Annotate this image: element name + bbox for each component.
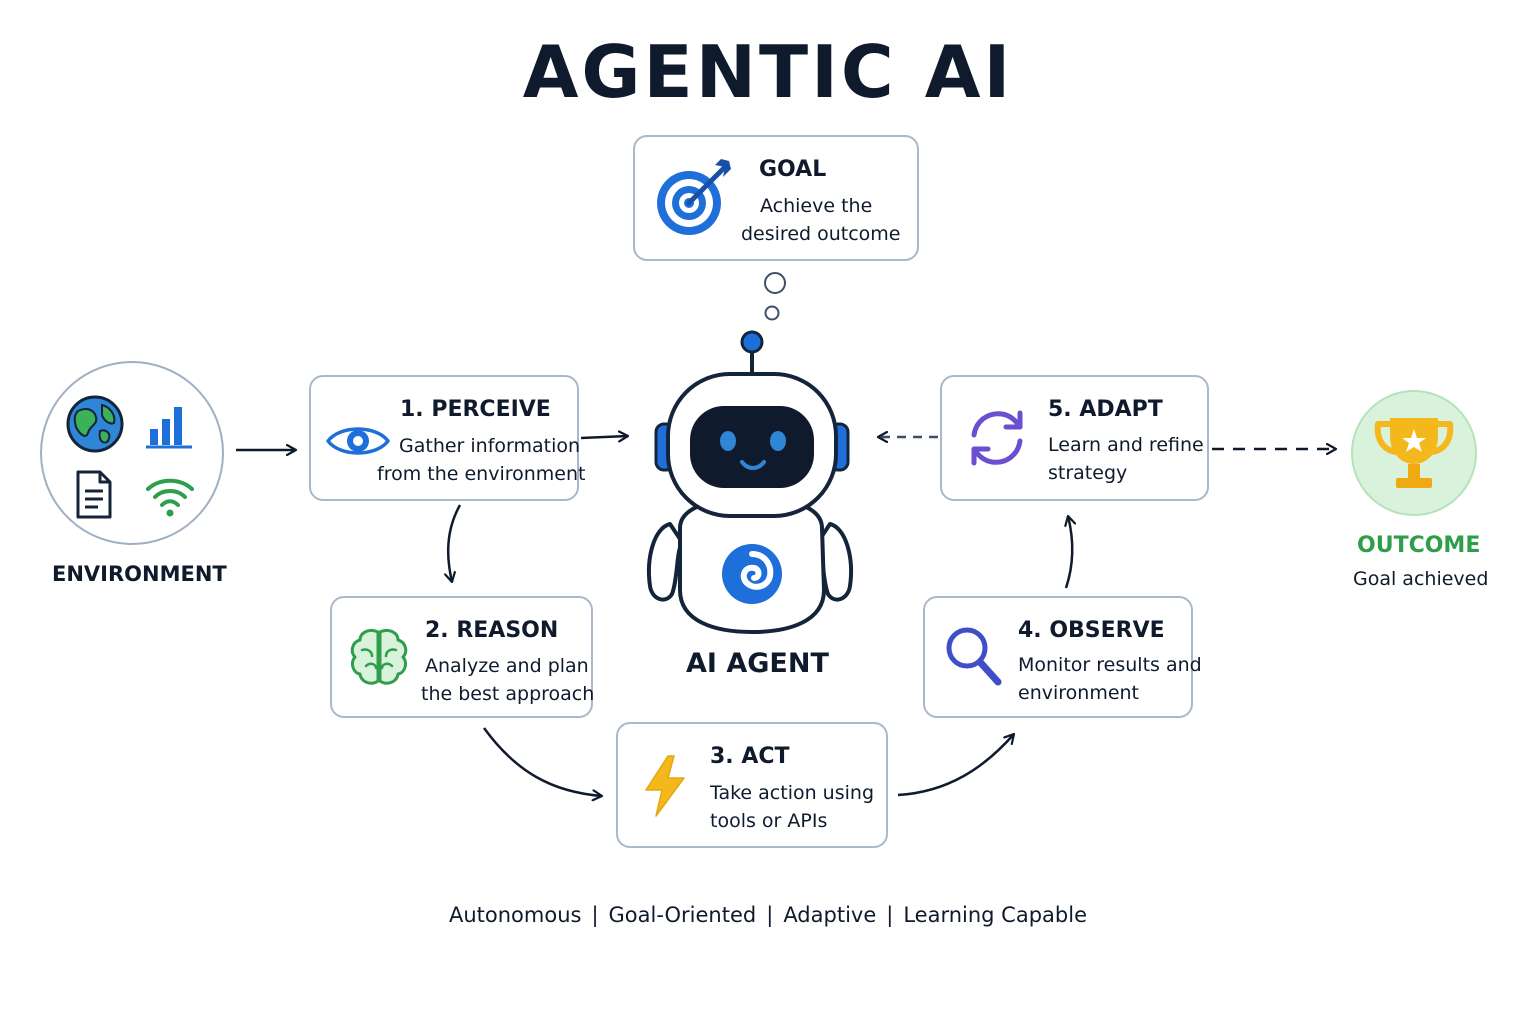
- goal-title: GOAL: [759, 157, 827, 182]
- environment-label: ENVIRONMENT: [52, 562, 227, 586]
- reason-desc-line2: the best approach: [421, 683, 595, 705]
- step-card-observe: 4. OBSERVE Monitor results and environme…: [923, 596, 1202, 718]
- page-title: AGENTIC AI: [522, 30, 1014, 114]
- goal-desc-line2: desired outcome: [741, 223, 901, 245]
- step-card-act: 3. ACT Take action using tools or APIs: [616, 722, 888, 848]
- act-title: 3. ACT: [710, 744, 790, 769]
- outcome-subtitle: Goal achieved: [1353, 568, 1489, 590]
- tagline-separator: |: [766, 903, 774, 927]
- reason-desc-line1: Analyze and plan: [425, 655, 589, 677]
- trophy-icon: [1374, 418, 1454, 488]
- arrow-perceive-to-reason: [448, 504, 462, 582]
- act-desc-line1: Take action using: [710, 782, 875, 804]
- adapt-title: 5. ADAPT: [1048, 397, 1163, 422]
- refresh-icon: [971, 410, 1023, 466]
- observe-desc-line1: Monitor results and: [1018, 654, 1202, 676]
- observe-desc-line2: environment: [1018, 682, 1140, 704]
- step-card-perceive: 1. PERCEIVE Gather information from the …: [309, 375, 585, 501]
- act-desc-line2: tools or APIs: [710, 810, 828, 832]
- perceive-desc-line2: from the environment: [377, 463, 586, 485]
- adapt-desc-line2: strategy: [1048, 462, 1128, 484]
- thought-bubble-large: [764, 272, 786, 294]
- observe-title: 4. OBSERVE: [1018, 618, 1165, 643]
- outcome-title: OUTCOME: [1357, 533, 1481, 558]
- tagline-item: Learning Capable: [903, 903, 1088, 927]
- wifi-icon: [146, 478, 194, 517]
- tagline-item: Autonomous: [448, 903, 582, 927]
- arrow-act-to-observe: [897, 734, 1014, 797]
- document-icon: [76, 470, 112, 519]
- goal-desc-line1: Achieve the: [760, 195, 873, 217]
- adapt-desc-line1: Learn and refine: [1048, 434, 1204, 456]
- goal-card: GOAL Achieve the desired outcome: [633, 135, 919, 261]
- tagline: Autonomous | Goal-Oriented | Adaptive | Learni…: [0, 903, 1536, 927]
- reason-title: 2. REASON: [425, 618, 559, 643]
- perceive-desc-line1: Gather information: [399, 435, 581, 457]
- tagline-item: Adaptive: [783, 903, 877, 927]
- perceive-title: 1. PERCEIVE: [400, 397, 551, 422]
- brain-icon: [350, 628, 408, 685]
- arrow-reason-to-act: [482, 727, 602, 796]
- arrow-observe-to-adapt: [1066, 516, 1072, 589]
- thought-bubble-small: [764, 305, 780, 321]
- globe-icon: [66, 395, 124, 453]
- step-card-adapt: 5. ADAPT Learn and refine strategy: [940, 375, 1209, 501]
- bar-chart-icon: [146, 407, 192, 449]
- target-icon: [657, 159, 731, 235]
- step-card-reason: 2. REASON Analyze and plan the best appr…: [330, 596, 595, 718]
- arrow-perceive-to-agent: [580, 436, 628, 438]
- lightning-icon: [645, 755, 685, 817]
- environment-circle: [40, 361, 224, 545]
- tagline-item: Goal-Oriented: [608, 903, 757, 927]
- magnifier-icon: [946, 627, 1002, 686]
- eye-icon: [326, 427, 390, 455]
- tagline-separator: |: [886, 903, 894, 927]
- tagline-separator: |: [591, 903, 599, 927]
- agent-label: AI AGENT: [686, 648, 829, 679]
- robot-icon: [647, 330, 853, 634]
